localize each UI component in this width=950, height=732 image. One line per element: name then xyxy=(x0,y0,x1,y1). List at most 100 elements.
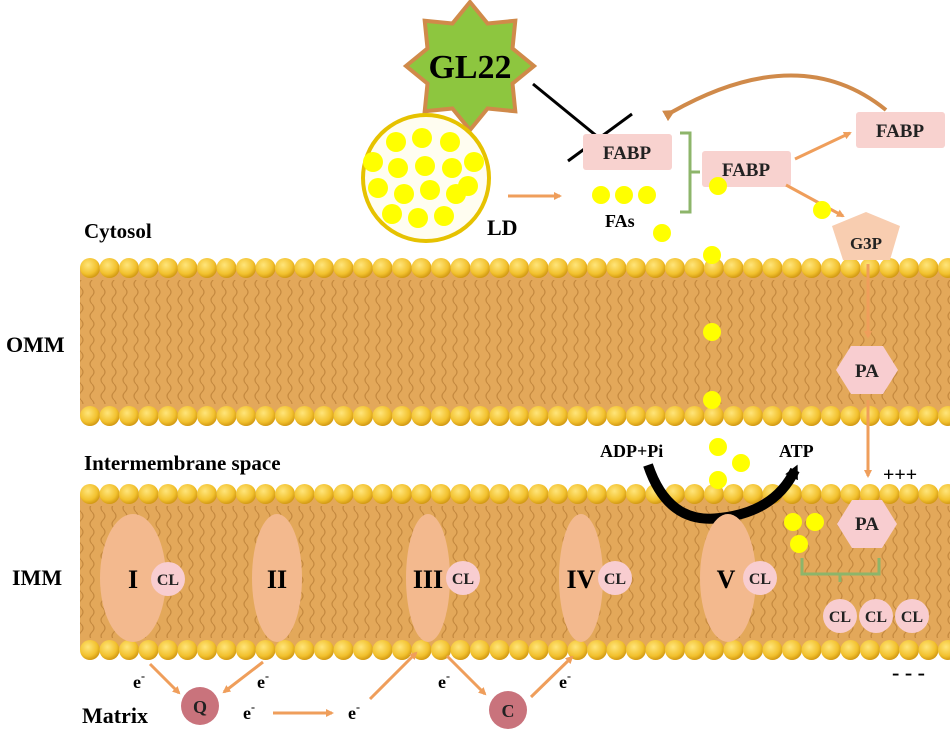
fabp-bound-label: FABP xyxy=(603,143,652,164)
cl-circle-a: CL xyxy=(823,599,857,633)
lipid-head xyxy=(372,484,393,504)
lipid-head xyxy=(782,406,802,426)
lipid-head xyxy=(411,258,432,278)
lipid-head xyxy=(450,640,471,660)
fabp-top: FABP xyxy=(856,112,945,148)
cytosol-label: Cytosol xyxy=(84,219,152,243)
lipid-head xyxy=(411,406,432,426)
lipid-head xyxy=(567,484,588,504)
lipid-head xyxy=(821,406,841,426)
lipid-head xyxy=(840,406,861,426)
lipid-head xyxy=(918,640,939,660)
svg-text:e-: e- xyxy=(438,669,450,692)
complex-iv-label: IV xyxy=(567,565,596,594)
lipid-head xyxy=(918,406,939,426)
ld-lipid-dot xyxy=(420,180,440,200)
lipid-head xyxy=(236,258,256,278)
pa-omm-label: PA xyxy=(855,361,879,382)
cl-label-5: CL xyxy=(749,571,771,588)
lipid-head xyxy=(450,258,471,278)
lipid-head xyxy=(782,258,802,278)
lipid-head xyxy=(236,406,256,426)
lipid-head xyxy=(99,484,120,504)
lipid-head xyxy=(704,484,724,504)
gl22-label: GL22 xyxy=(428,49,511,86)
lipid-head xyxy=(314,406,334,426)
pa-imm-label: PA xyxy=(855,514,879,535)
ld-lipid-dot xyxy=(415,156,435,176)
lipid-head xyxy=(743,484,763,504)
ld-lipid-dot xyxy=(412,128,432,148)
lipid-head xyxy=(80,640,100,660)
lipid-head xyxy=(801,640,822,660)
lipid-head xyxy=(938,640,950,660)
matrix-label: Matrix xyxy=(82,703,148,728)
lipid-head xyxy=(587,258,607,278)
lipid-head xyxy=(587,484,607,504)
lipid-head xyxy=(236,484,256,504)
lipid-head xyxy=(314,258,334,278)
lipid-head xyxy=(294,640,315,660)
e-arrow-1 xyxy=(148,662,181,695)
lipid-head xyxy=(411,640,432,660)
complex-i: I xyxy=(100,514,166,642)
lipid-head xyxy=(684,258,705,278)
lipid-head xyxy=(119,406,139,426)
ld-lipid-dot xyxy=(440,132,460,152)
fabp-to-g3p-arrow xyxy=(785,183,845,218)
lipid-head xyxy=(489,406,510,426)
lipid-head xyxy=(684,484,705,504)
lipid-head xyxy=(216,640,237,660)
carrier-q-label: Q xyxy=(193,697,207,717)
lipid-head xyxy=(684,640,705,660)
lipid-head xyxy=(177,640,198,660)
lipid-head xyxy=(431,484,451,504)
lipid-head xyxy=(177,484,198,504)
lipid-head xyxy=(489,258,510,278)
lipid-head xyxy=(821,640,841,660)
gl22-inhibitor: GL22 xyxy=(402,0,538,134)
ld-lipid-dot xyxy=(363,152,383,172)
g3p-label: G3P xyxy=(850,234,882,253)
lipid-head xyxy=(80,406,100,426)
lipid-head xyxy=(119,484,139,504)
svg-text:e-: e- xyxy=(348,700,360,723)
lipid-head xyxy=(255,484,276,504)
cl-label-1: CL xyxy=(157,572,179,589)
lipid-head xyxy=(723,406,744,426)
lipid-head xyxy=(801,484,822,504)
lipid-head xyxy=(158,640,178,660)
lipid-head xyxy=(138,484,159,504)
cl-circle-5: CL xyxy=(743,561,777,595)
lipid-head xyxy=(119,640,139,660)
lipid-head xyxy=(470,640,490,660)
complex-ii-label: II xyxy=(267,565,287,594)
inner-membrane xyxy=(80,484,950,660)
lipid-head xyxy=(899,484,919,504)
lipid-head xyxy=(762,406,783,426)
lipid-head xyxy=(489,640,510,660)
electron-label-3: e- xyxy=(243,700,255,723)
lipid-head xyxy=(177,406,198,426)
lipid-head xyxy=(938,258,950,278)
lipid-head xyxy=(606,258,627,278)
lipid-head xyxy=(704,406,724,426)
ld-lipid-dot xyxy=(408,208,428,228)
fabp-top-label: FABP xyxy=(876,121,925,142)
cl-label-a: CL xyxy=(829,609,851,626)
lipid-head xyxy=(489,484,510,504)
lipid-head xyxy=(294,406,315,426)
lipid-head xyxy=(275,258,295,278)
outer-membrane xyxy=(80,258,950,426)
lipid-head xyxy=(275,484,295,504)
lipid-head xyxy=(353,640,373,660)
complex-ii: II xyxy=(252,514,302,642)
lipid-head xyxy=(528,640,549,660)
lipid-head xyxy=(372,640,393,660)
carrier-c-label: C xyxy=(502,701,515,721)
lipid-head xyxy=(177,258,198,278)
lipid-head xyxy=(899,640,919,660)
lipid-head xyxy=(353,406,373,426)
cl-circle-3: CL xyxy=(446,561,480,595)
lipid-head xyxy=(665,258,685,278)
